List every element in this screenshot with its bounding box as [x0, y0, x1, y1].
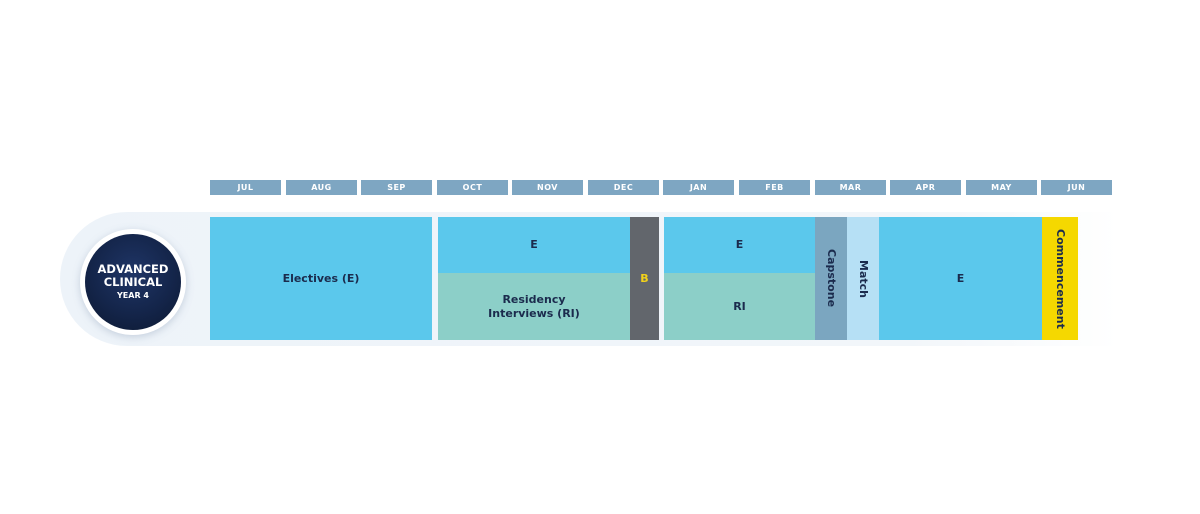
month-label-may: MAY: [966, 180, 1037, 195]
block-electives-jan-feb: E: [664, 217, 815, 273]
match-label: Match: [857, 259, 870, 298]
month-label-jun: JUN: [1041, 180, 1112, 195]
month-label-aug: AUG: [286, 180, 357, 195]
month-label-dec: DEC: [588, 180, 659, 195]
block-electives: Electives (E): [210, 217, 432, 340]
block-ri-jan-feb: RI: [664, 273, 815, 340]
month-label-jan: JAN: [663, 180, 734, 195]
year-badge: ADVANCED CLINICAL YEAR 4: [85, 234, 181, 330]
block-residency-interviews: Residency Interviews (RI): [438, 273, 630, 340]
block-match: Match: [847, 217, 879, 340]
month-label-jul: JUL: [210, 180, 281, 195]
month-label-mar: MAR: [815, 180, 886, 195]
block-electives-apr-may: E: [879, 217, 1042, 340]
capstone-label: Capstone: [825, 249, 838, 308]
block-break: B: [630, 217, 659, 340]
month-label-apr: APR: [890, 180, 961, 195]
month-label-oct: OCT: [437, 180, 508, 195]
badge-line-clinical: CLINICAL: [103, 275, 163, 289]
block-capstone: Capstone: [815, 217, 847, 340]
commencement-label: Commencement: [1054, 228, 1067, 329]
month-label-sep: SEP: [361, 180, 432, 195]
badge-line-year: YEAR 4: [117, 291, 149, 300]
block-electives-oct-dec: E: [438, 217, 630, 273]
block-commencement: Commencement: [1042, 217, 1078, 340]
month-label-nov: NOV: [512, 180, 583, 195]
month-label-feb: FEB: [739, 180, 810, 195]
badge-line-advanced: ADVANCED: [97, 262, 169, 276]
